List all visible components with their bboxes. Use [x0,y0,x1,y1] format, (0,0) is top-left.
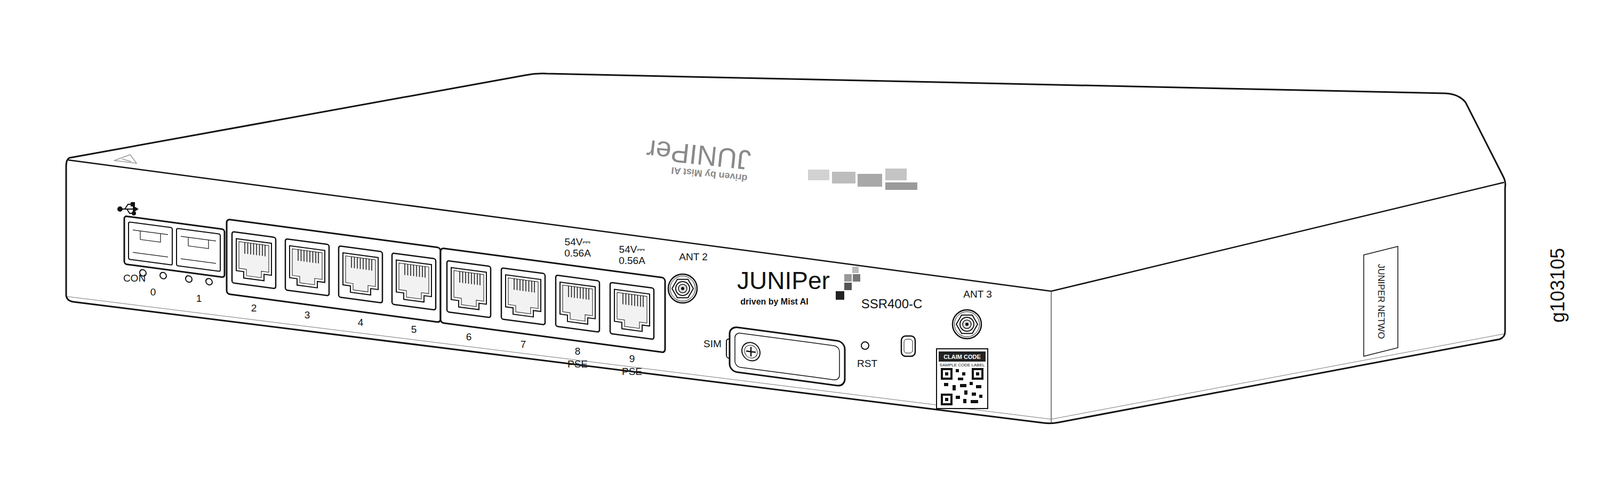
antenna-label: ANT 2 [678,251,708,263]
slot-label: SIM [703,338,722,350]
antenna-connector [952,309,982,339]
port-number: 9 [629,353,636,365]
power-rating: 54V⎓ 0.56A [612,244,652,267]
port-number: 4 [357,317,364,329]
brand-tagline: driven by Mist AI [740,297,808,307]
side-label [1363,246,1398,357]
housing [66,73,1506,424]
housing-bottom-lip [67,296,1504,420]
port-number: 5 [411,324,418,336]
antenna-connector [668,274,698,303]
figure-id: g103105 [1547,248,1569,323]
qr-heading: CLAIM CODE [943,353,981,360]
qr-label [936,348,988,409]
port-number: 6 [466,331,472,343]
port-number: 0 [150,286,157,299]
sim-slot [726,325,845,387]
model-name: SSR400-C [861,297,923,311]
button [901,336,916,357]
top-logo-mark [808,168,918,190]
power-rating: 54V⎓ 0.56A [558,236,597,260]
poe-label: PSE [621,366,643,378]
usb-icon [117,202,138,215]
port-number: 3 [304,309,311,322]
poe-label: PSE [567,358,588,371]
port-number: 8 [574,346,581,358]
antenna-label: ANT 3 [963,289,992,301]
housing-corner [1050,291,1052,423]
port-number: 7 [520,339,527,351]
qr-note: SAMPLE CODE LABEL [939,363,986,368]
logo-mark [835,266,861,300]
rj45-group [226,219,441,323]
reset-label: RST [857,358,878,370]
port-number: 1 [196,293,203,305]
port-label: CON [123,273,146,285]
reset-hole [861,341,869,350]
port-number: 2 [251,302,258,315]
side-label-text: JUNIPER NETWO [1376,264,1387,340]
warning-triangle [114,154,137,164]
brand-logo: JUNIPer [737,267,830,295]
